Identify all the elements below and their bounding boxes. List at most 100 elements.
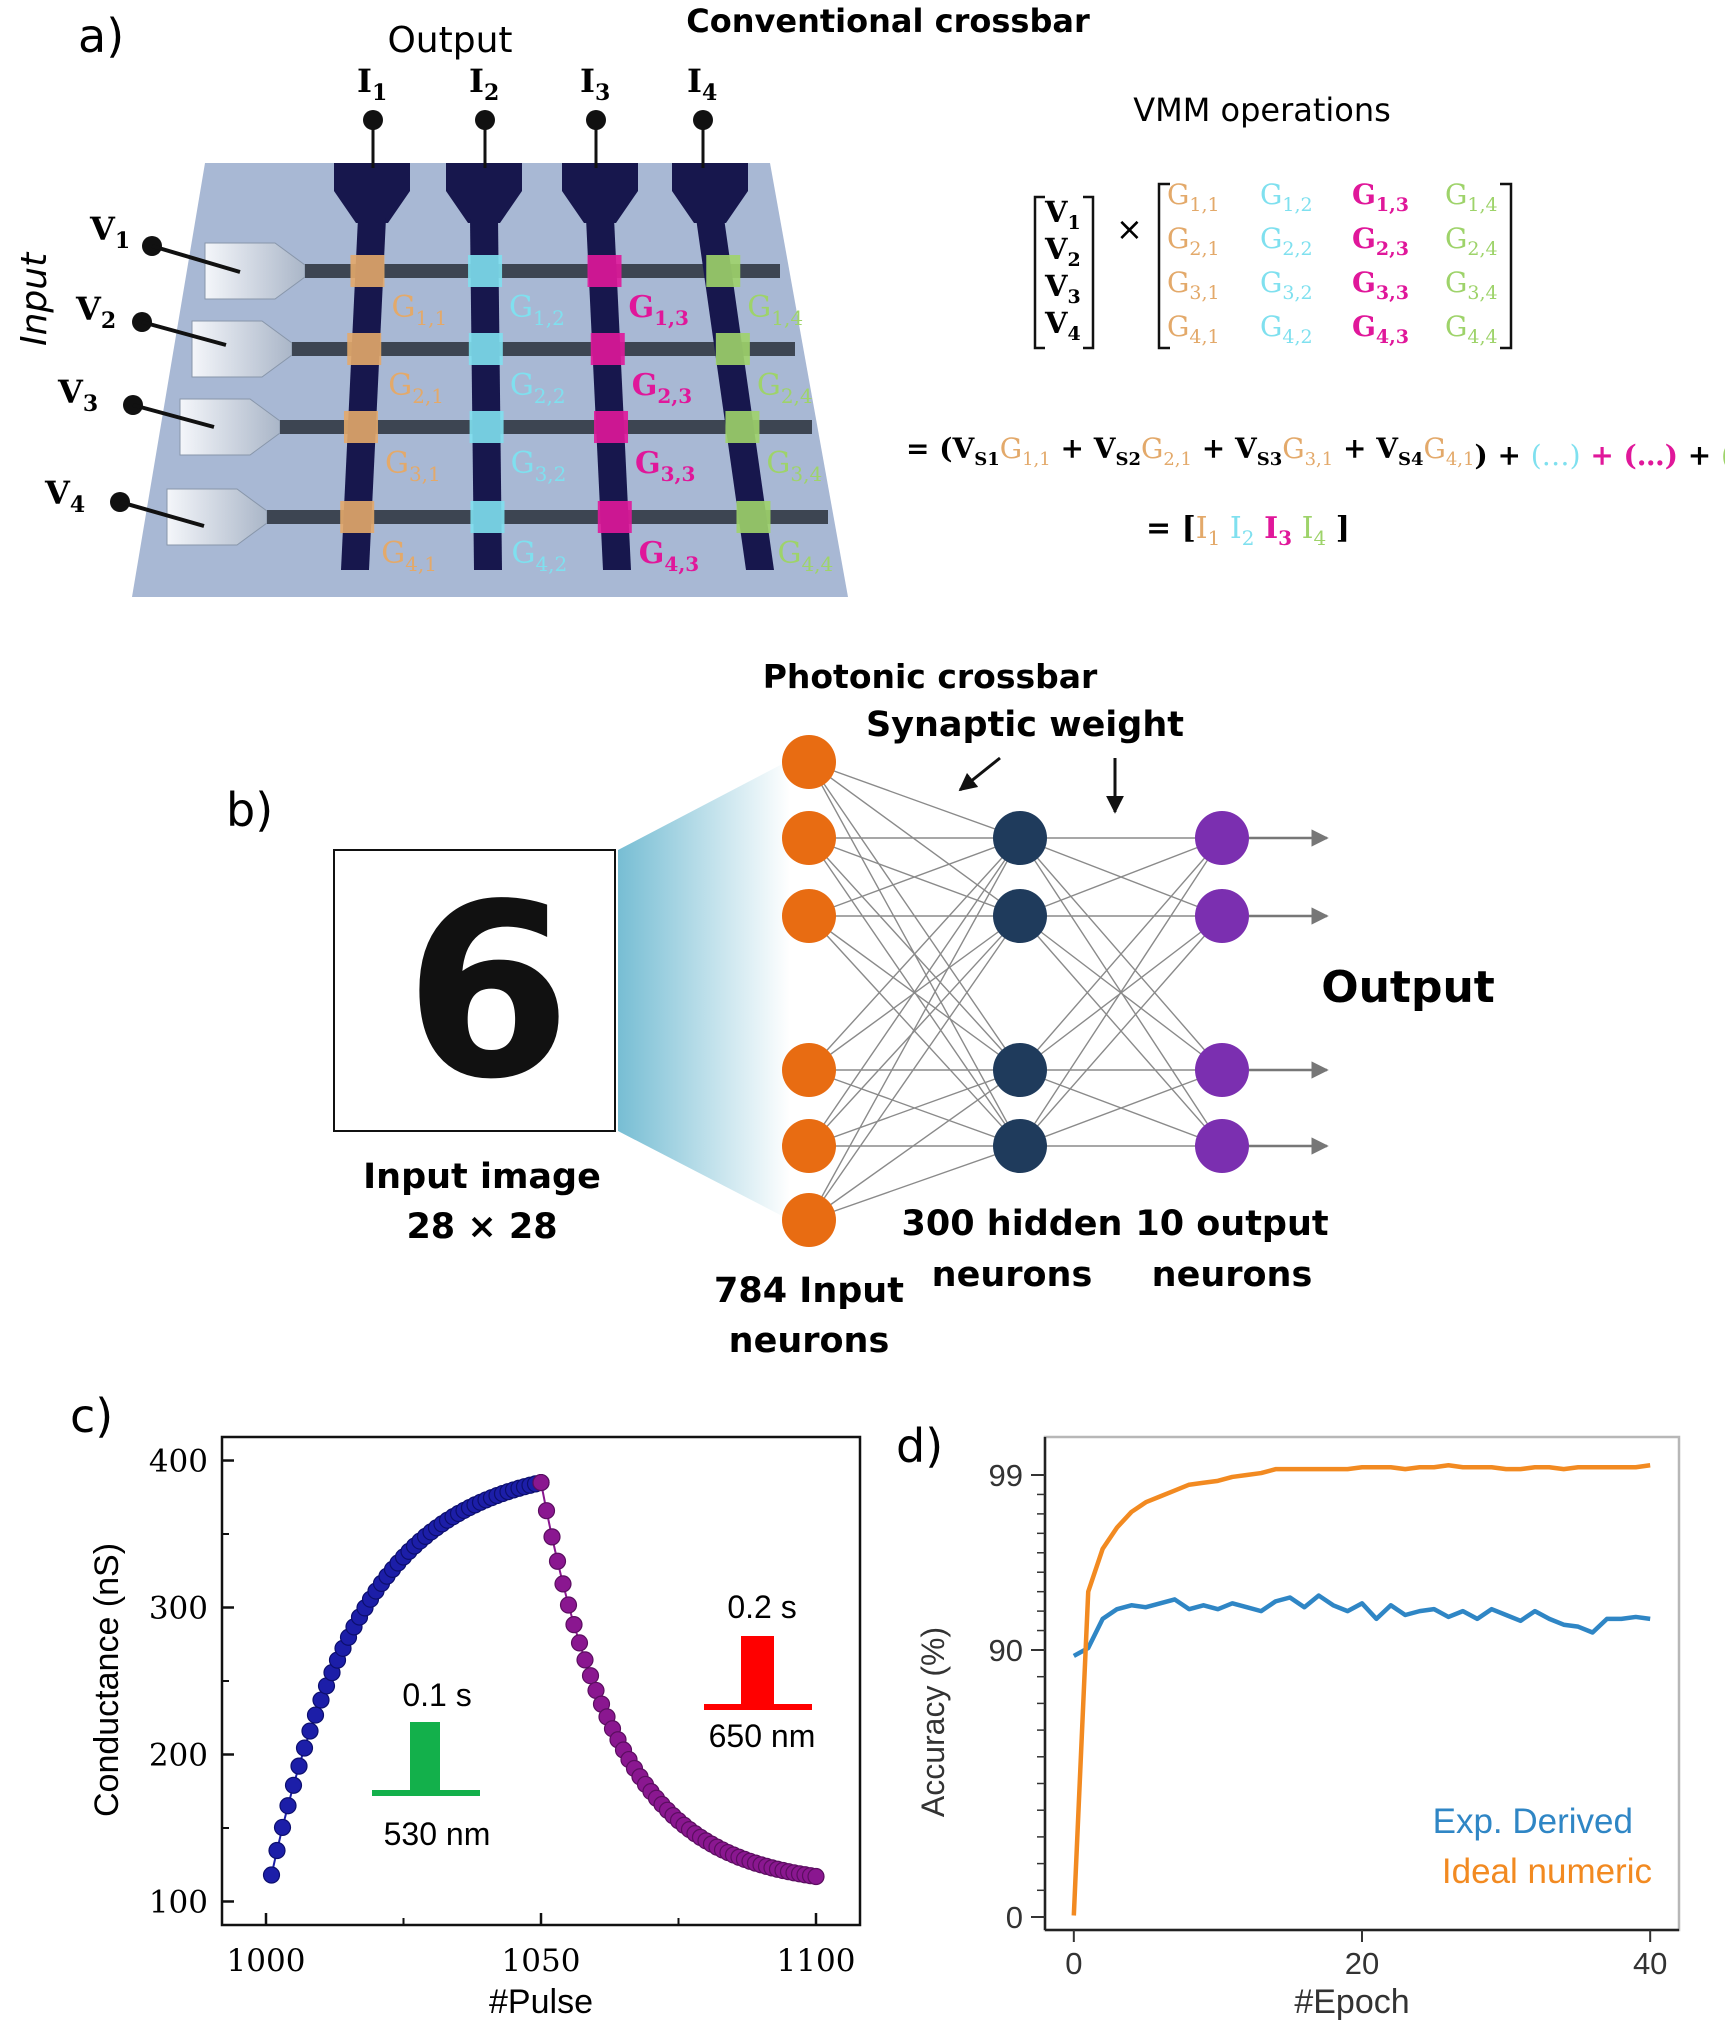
voltage-label-base: V: [75, 290, 102, 328]
panel-a-label: a): [78, 9, 124, 63]
green-pulse-bar: [410, 1722, 440, 1795]
current-label-sub: 3: [595, 80, 610, 106]
current-label-sub: 4: [702, 80, 717, 106]
eq-vsub: S2: [1115, 449, 1141, 470]
eq-ellipsis-2: (…): [1624, 439, 1679, 472]
eq-gsub: 3,1: [1305, 449, 1334, 470]
cell-label-base: G: [385, 446, 409, 481]
matrix-entry-base: G: [1260, 178, 1282, 211]
depression-point: [543, 1528, 561, 1546]
x-axis-label-d: #Epoch: [1294, 1983, 1409, 2021]
column-electrode: [696, 218, 774, 570]
current-terminal: [475, 110, 495, 130]
column-pad: [672, 163, 748, 223]
memristor-cell: [590, 333, 625, 365]
legend-ideal-numeric: Ideal numeric: [1442, 1852, 1652, 1891]
green-pulse-wavelength: 530 nm: [384, 1816, 491, 1852]
eq2-i: I: [1264, 511, 1278, 546]
column-electrode: [470, 218, 502, 570]
matrix-entry-sub: 1,1: [1189, 194, 1219, 216]
cell-label: G3,1: [385, 446, 441, 486]
cell-label: G2,3: [632, 368, 692, 408]
y-tick-label: 400: [149, 1444, 208, 1480]
cell-label-base: G: [766, 446, 790, 481]
cell-label-sub: 1,4: [771, 306, 803, 330]
input-neuron: [782, 1043, 836, 1097]
y-tick-label: 0: [1006, 1900, 1023, 1935]
matrix-entry-sub: 2,4: [1467, 238, 1497, 260]
hidden-neuron: [993, 811, 1047, 865]
matrix-entry-base: G: [1260, 266, 1282, 299]
cell-label-sub: 4,1: [405, 552, 437, 576]
legend-exp-derived: Exp. Derived: [1433, 1802, 1633, 1841]
memristor-cell: [469, 411, 504, 443]
depression-point: [581, 1667, 600, 1685]
cell-label: G2,2: [510, 368, 566, 408]
matrix-entry-base: G: [1445, 222, 1467, 255]
row-electrode: [280, 420, 812, 434]
voltage-label-base: V: [44, 474, 71, 512]
cell-label-sub: 2,3: [657, 384, 692, 408]
input-image-frame: [333, 849, 616, 1132]
cell-label-sub: 4,2: [535, 552, 567, 576]
cell-label-base: G: [511, 446, 535, 481]
potentiation-point: [301, 1722, 319, 1740]
depression-point: [807, 1867, 825, 1886]
matrix-entry-sub: 3,4: [1467, 282, 1497, 304]
cell-label-sub: 3,3: [661, 462, 696, 486]
voltage-label-base: V: [57, 373, 84, 411]
column-electrodes: [334, 163, 774, 570]
input-neuron: [782, 1119, 836, 1173]
memristor-cell: [468, 333, 503, 365]
eq-v: V: [1093, 432, 1117, 465]
eq2-gap: [1255, 511, 1265, 546]
current-label: I4: [687, 62, 717, 106]
potentiation-point: [284, 1776, 303, 1794]
y-tick-label: 99: [989, 1458, 1023, 1493]
matrix-entry: G3,3: [1352, 266, 1409, 304]
matrix-entry-base: G: [1445, 266, 1467, 299]
synapse-edge: [1019, 837, 1223, 1071]
synapse-edge: [1019, 837, 1223, 1147]
output-neuron: [1195, 889, 1249, 943]
x-tick-label: 1050: [502, 1943, 581, 1979]
potentiation-point: [262, 1866, 281, 1884]
voltage-lead: [119, 500, 205, 528]
eq-vsub: S3: [1257, 449, 1283, 470]
vector-entry-sub: 1: [1068, 212, 1081, 234]
matrix-entry-sub: 1,2: [1282, 194, 1312, 216]
x-tick-label: 20: [1345, 1946, 1379, 1981]
depression-point: [548, 1552, 567, 1570]
conductance-series: [262, 1473, 825, 1886]
x-tick-label: 40: [1633, 1946, 1667, 1981]
potentiation-point: [306, 1706, 325, 1724]
memristor-cell: [343, 411, 378, 443]
eq-v: V: [1234, 432, 1258, 465]
matrix-entry-base: G: [1352, 222, 1376, 255]
voltage-label: V2: [75, 290, 116, 334]
voltage-lead: [141, 320, 227, 347]
matrix-entry-sub: 4,2: [1282, 326, 1312, 348]
matrix-entry: G1,3: [1352, 178, 1409, 216]
matrix-entry: G1,1: [1167, 178, 1220, 216]
cell-label-sub: 1,2: [533, 306, 565, 330]
eq-vsub: S1: [974, 449, 1000, 470]
synapse-edge: [1019, 837, 1223, 917]
ideal-numeric-line: [1071, 1463, 1651, 1916]
depression-point: [565, 1616, 583, 1634]
synapse-edge: [808, 837, 1021, 1221]
input-neuron: [782, 889, 836, 943]
input-neuron: [782, 1193, 836, 1247]
row-lines: [166, 242, 828, 546]
red-pulse-bar: [741, 1636, 774, 1709]
eq2-i: I: [1230, 511, 1242, 546]
synaptic-weight-label: Synaptic weight: [866, 705, 1184, 745]
current-label-sub: 1: [372, 80, 387, 106]
memristor-cell: [594, 411, 629, 443]
eq2-gap: [1292, 511, 1302, 546]
network-neurons: [782, 735, 1249, 1247]
current-terminal: [586, 110, 606, 130]
crossbar-cells: [340, 255, 771, 533]
